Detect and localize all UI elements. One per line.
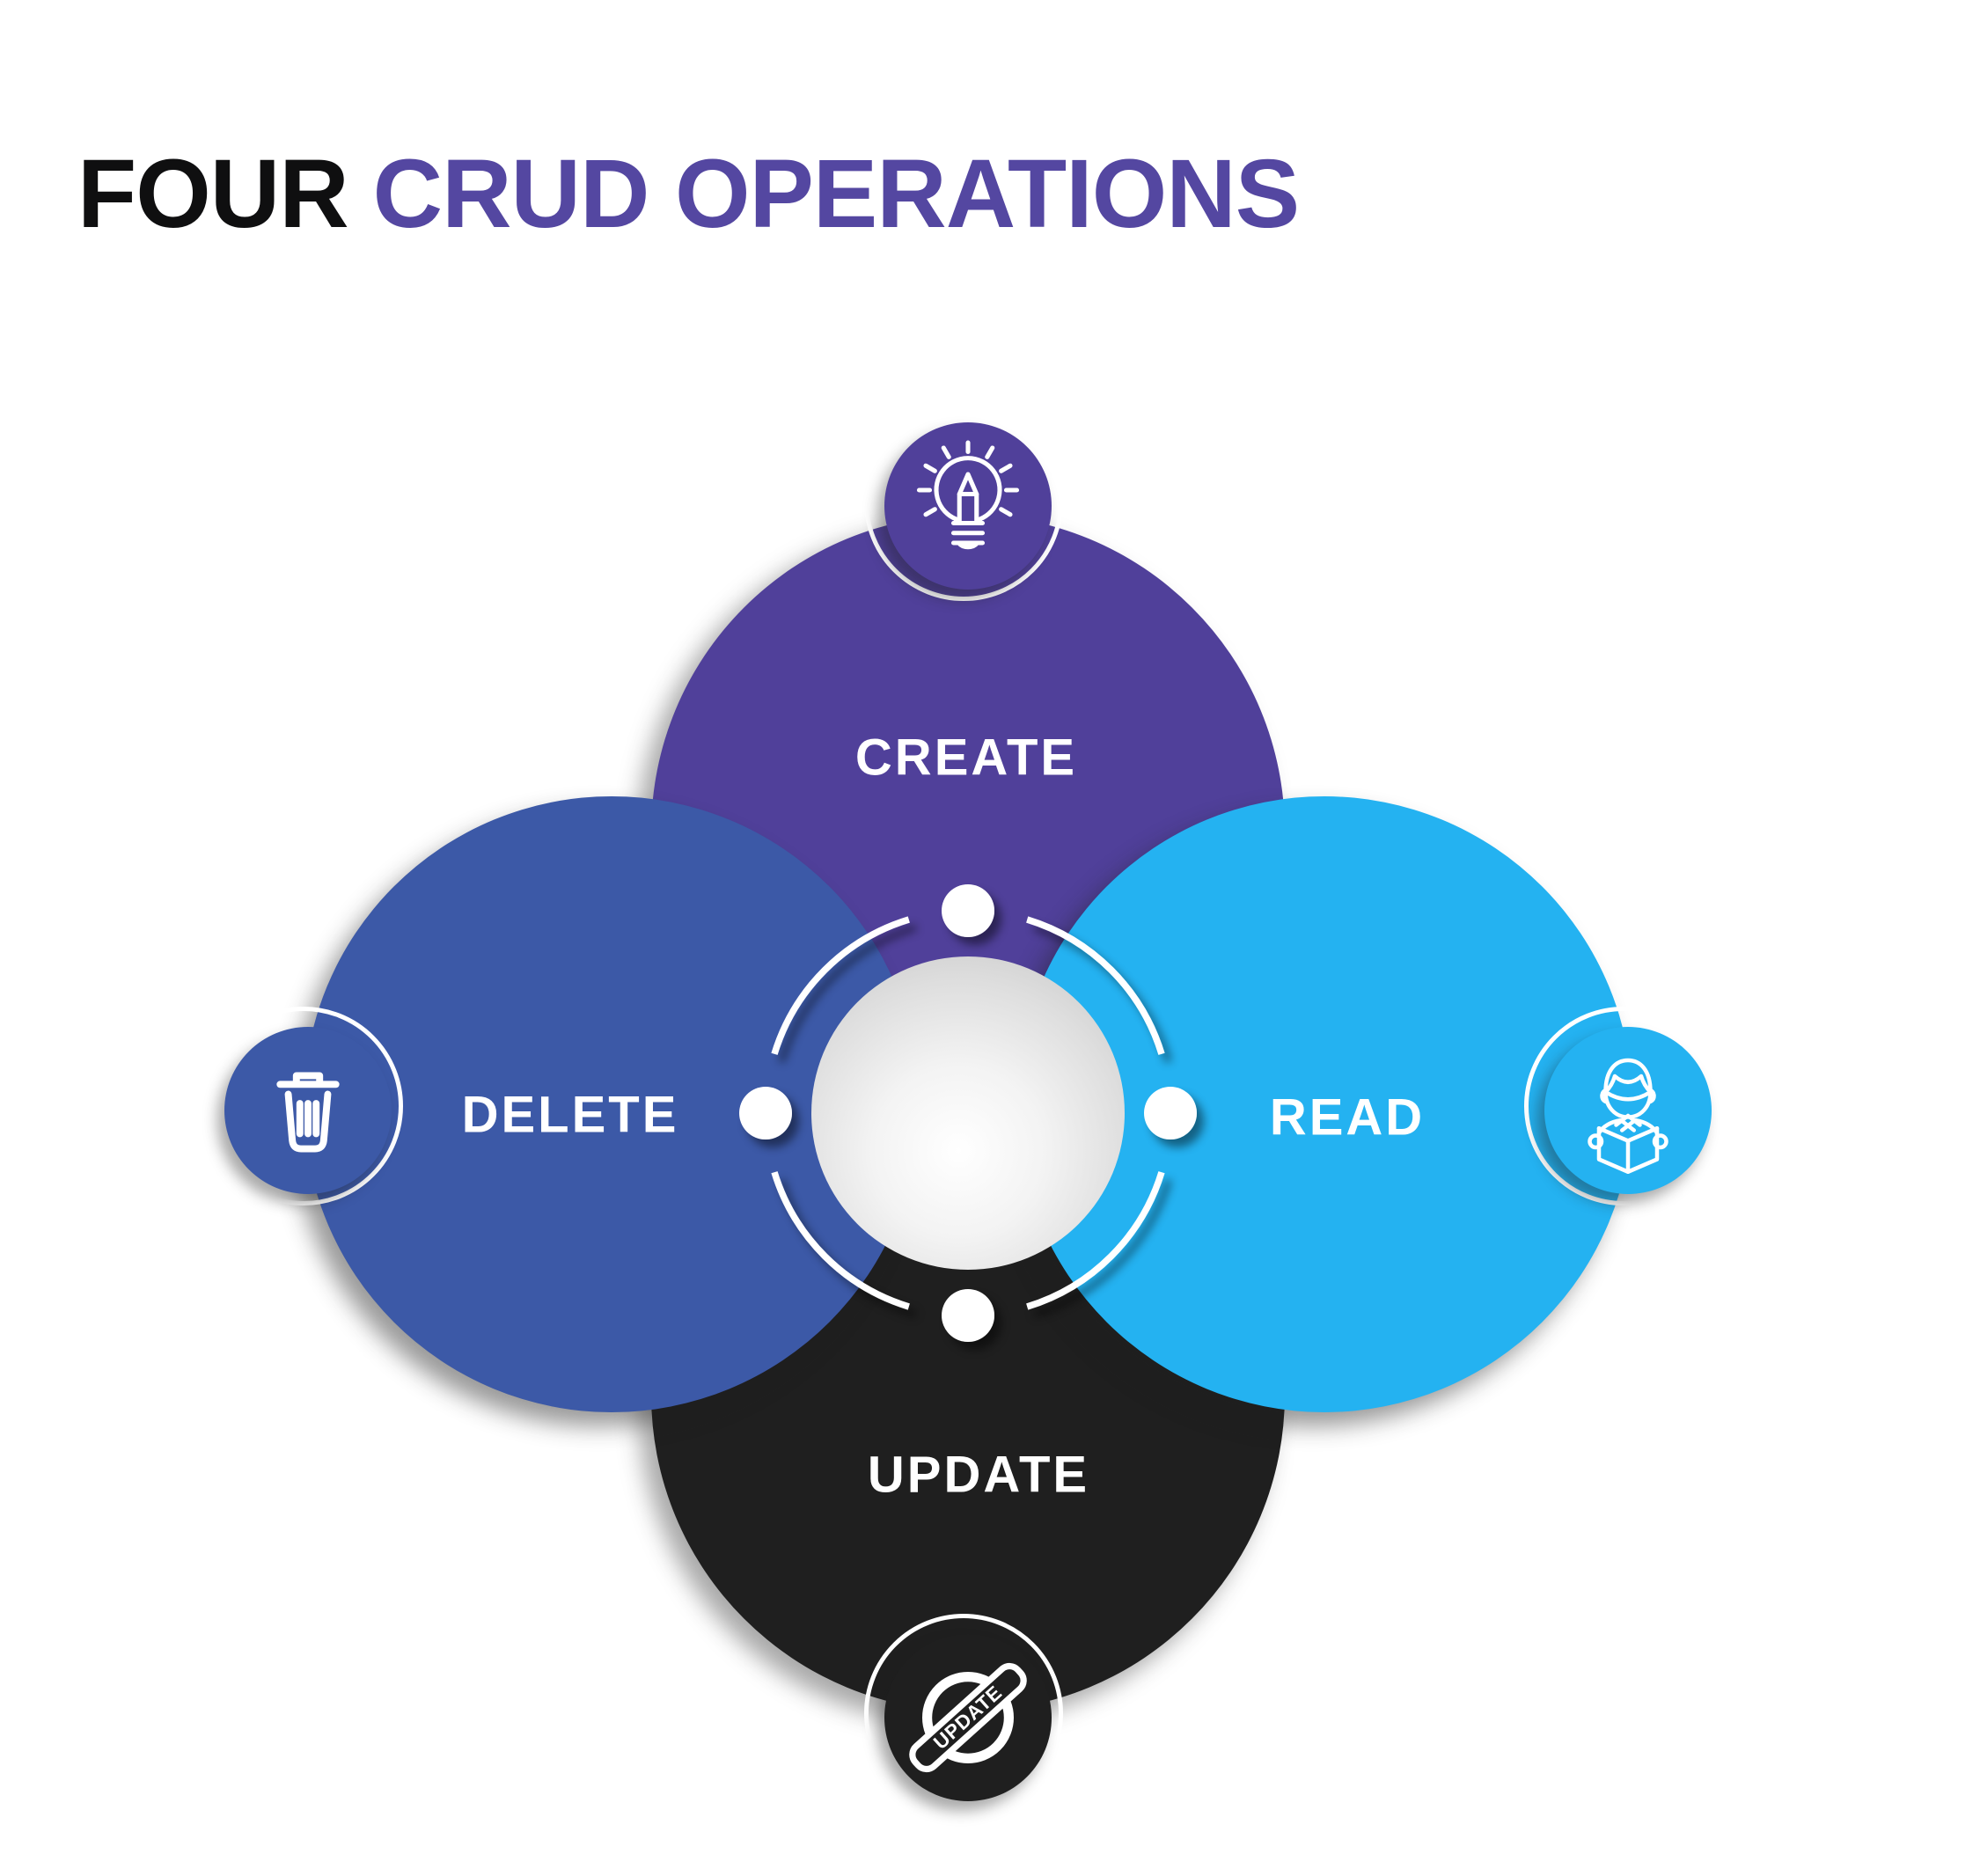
read-label: READ <box>1269 1088 1426 1147</box>
connector-dot-right <box>1144 1087 1197 1140</box>
create-badge-ring <box>864 402 1063 601</box>
read-badge <box>1544 1027 1712 1194</box>
trash-icon <box>276 1072 340 1153</box>
delete-badge-ring <box>204 1007 403 1205</box>
center-sphere <box>811 956 1125 1270</box>
title-word-four: FOUR <box>77 140 349 248</box>
update-badge: UPDATE <box>884 1634 1052 1801</box>
read-badge-ring <box>1524 1007 1723 1205</box>
create-badge <box>884 422 1052 590</box>
connector-dot-bottom <box>942 1289 994 1342</box>
create-label: CREATE <box>854 729 1078 787</box>
update-badge-ring <box>864 1614 1063 1813</box>
title-words-crud-operations: CRUD OPERATIONS <box>372 140 1300 248</box>
connector-dot-left <box>739 1087 792 1140</box>
person-reading-icon <box>1588 1058 1668 1174</box>
delete-badge <box>224 1027 392 1194</box>
connector-dot-top <box>942 884 994 937</box>
update-label: UPDATE <box>867 1446 1090 1504</box>
delete-label: DELETE <box>461 1086 679 1144</box>
center-ring <box>739 884 1197 1342</box>
update-stamp-icon: UPDATE <box>909 1662 1027 1773</box>
lightbulb-pencil-icon <box>916 440 1020 550</box>
